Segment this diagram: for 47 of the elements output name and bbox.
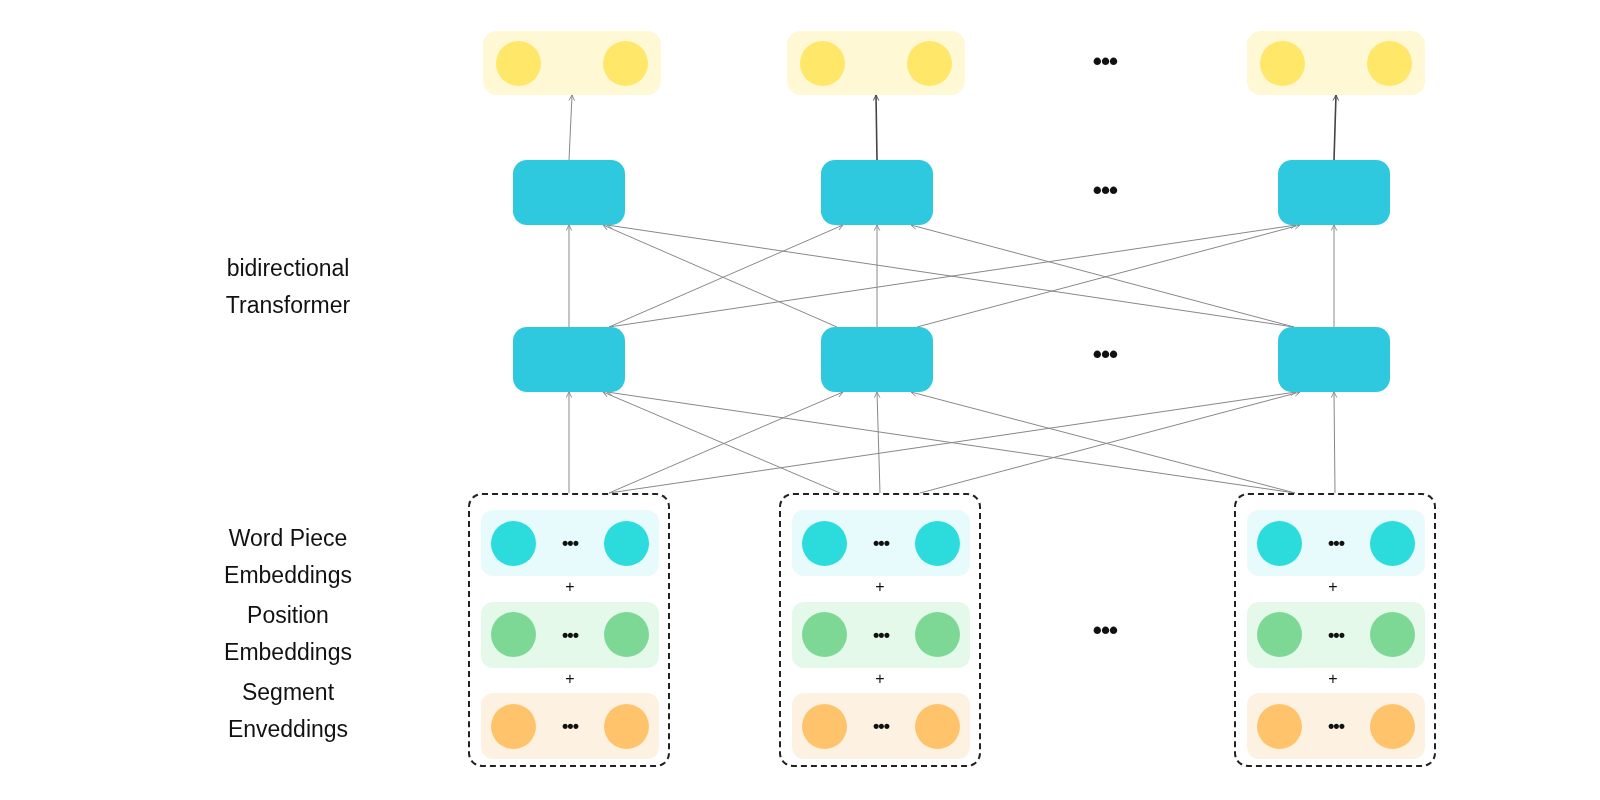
- plus-sign: +: [565, 578, 575, 596]
- arrow: [872, 94, 880, 161]
- ellipsis-text: •••: [562, 532, 578, 554]
- transformer-box: [821, 160, 933, 225]
- embedding-row: [1247, 693, 1425, 759]
- ellipsis-text: •••: [1092, 338, 1118, 370]
- output-box: [1247, 31, 1425, 95]
- transformer-box: [513, 160, 625, 225]
- dashed-group-box: [779, 493, 981, 767]
- transformer-box: [1278, 160, 1390, 225]
- plus-sign: +: [875, 670, 885, 688]
- layer-label: Segment Enveddings: [226, 678, 350, 744]
- ellipsis-text: •••: [1328, 624, 1344, 645]
- embedding-row: [481, 510, 659, 576]
- layer-label: Word Piece Embeddings: [223, 524, 353, 590]
- ellipsis-text: •••: [1328, 532, 1344, 554]
- embedding-row: [481, 693, 659, 759]
- transformer-box: [1278, 327, 1390, 392]
- arrow: [568, 94, 575, 161]
- ellipsis-text: •••: [873, 715, 889, 737]
- embedding-row: [1247, 510, 1425, 576]
- transformer-box: [821, 327, 933, 392]
- embedding-row: [481, 601, 659, 668]
- ellipsis-text: •••: [1328, 715, 1344, 737]
- ellipsis-text: •••: [562, 624, 578, 645]
- plus-sign: +: [565, 670, 575, 688]
- embedding-row: [792, 510, 970, 576]
- ellipsis-text: •••: [1092, 614, 1118, 646]
- ellipsis-text: •••: [873, 532, 889, 554]
- embedding-row: [792, 601, 970, 668]
- ellipsis-text: •••: [562, 715, 578, 737]
- layer-label: Position Embeddings: [223, 601, 353, 667]
- output-box: [787, 31, 965, 95]
- layer-label: bidirectional Transformer: [224, 254, 352, 320]
- ellipsis-text: •••: [873, 624, 889, 645]
- arrow: [1332, 94, 1340, 161]
- output-box: [483, 31, 661, 95]
- dashed-group-box: [1234, 493, 1436, 767]
- embedding-row: [1247, 601, 1425, 668]
- embedding-row: [792, 693, 970, 759]
- plus-sign: +: [1328, 670, 1338, 688]
- ellipsis-text: •••: [1092, 174, 1118, 206]
- plus-sign: +: [875, 578, 885, 596]
- plus-sign: +: [1328, 578, 1338, 596]
- ellipsis-text: •••: [1092, 45, 1118, 77]
- transformer-box: [513, 327, 625, 392]
- dashed-group-box: [468, 493, 670, 767]
